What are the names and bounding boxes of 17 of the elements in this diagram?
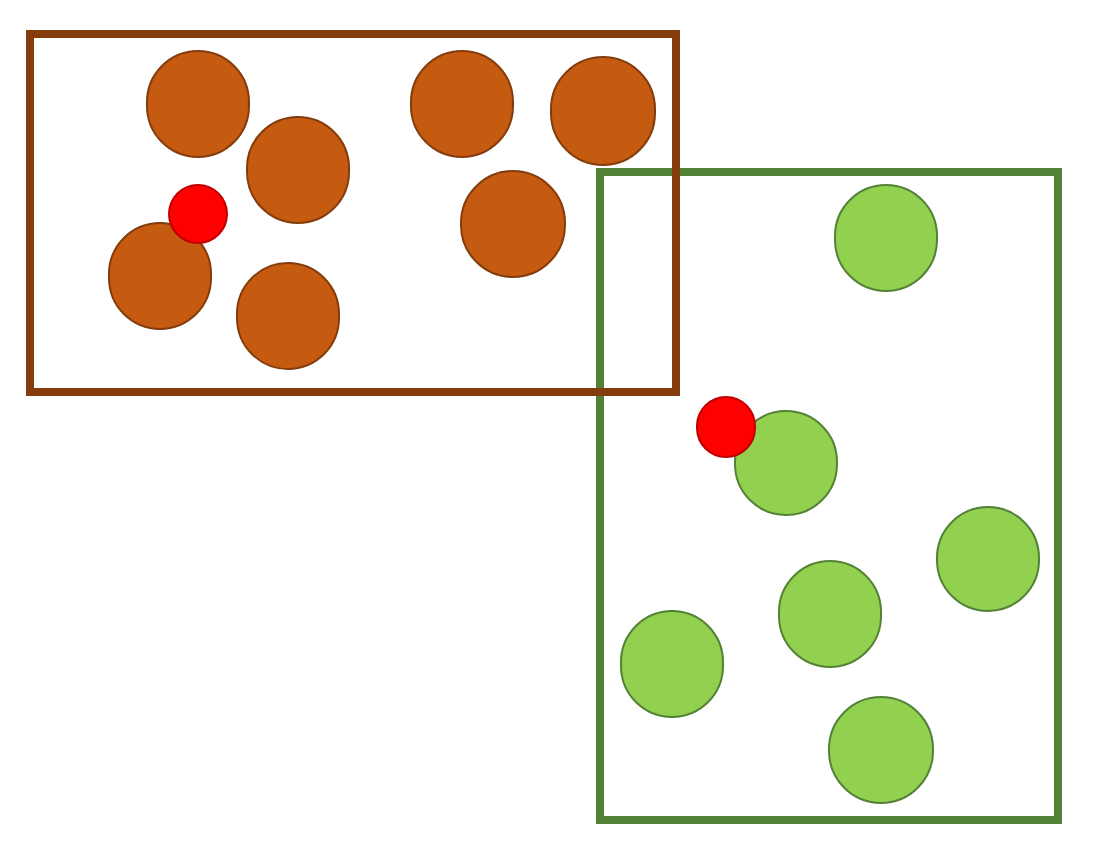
- cluster-frame: [26, 30, 680, 396]
- data-point: [410, 50, 514, 158]
- marked-point: [168, 184, 228, 244]
- marked-point: [696, 396, 756, 458]
- data-point: [778, 560, 882, 668]
- data-point: [834, 184, 938, 292]
- data-point: [550, 56, 656, 166]
- data-point: [828, 696, 934, 804]
- data-point: [146, 50, 250, 158]
- data-point: [936, 506, 1040, 612]
- data-point: [460, 170, 566, 278]
- cluster-frame: [596, 168, 1062, 824]
- data-point: [108, 222, 212, 330]
- data-point: [620, 610, 724, 718]
- data-point: [236, 262, 340, 370]
- data-point: [734, 410, 838, 516]
- data-point: [246, 116, 350, 224]
